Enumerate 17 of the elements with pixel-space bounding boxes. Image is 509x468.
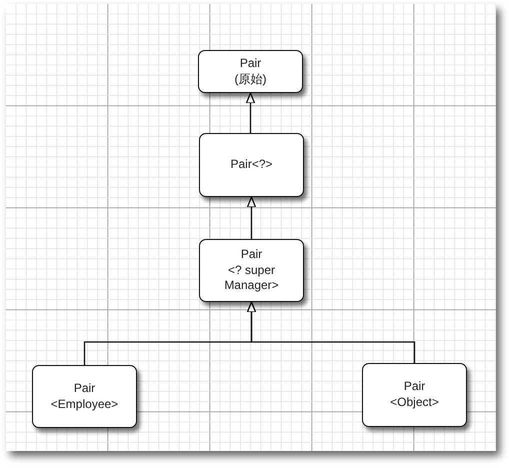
type-argument: (原始) (234, 72, 266, 88)
class-box (32, 365, 137, 428)
class-name: Pair (240, 56, 262, 72)
type-argument: <? super Manager> (223, 262, 280, 294)
inheritance-arrow (246, 92, 256, 133)
type-argument: <Employee> (50, 396, 118, 412)
inheritance-arrow (246, 301, 416, 363)
class-box (199, 239, 304, 302)
class-box (198, 50, 303, 93)
class-name: Pair<?> (230, 157, 273, 173)
class-box (199, 133, 304, 197)
class-box (362, 363, 467, 427)
class-name: Pair (404, 379, 426, 395)
class-name: Pair (74, 380, 96, 396)
inheritance-arrow (246, 196, 256, 239)
type-argument: <Object> (390, 395, 439, 411)
class-name: Pair (240, 247, 262, 263)
